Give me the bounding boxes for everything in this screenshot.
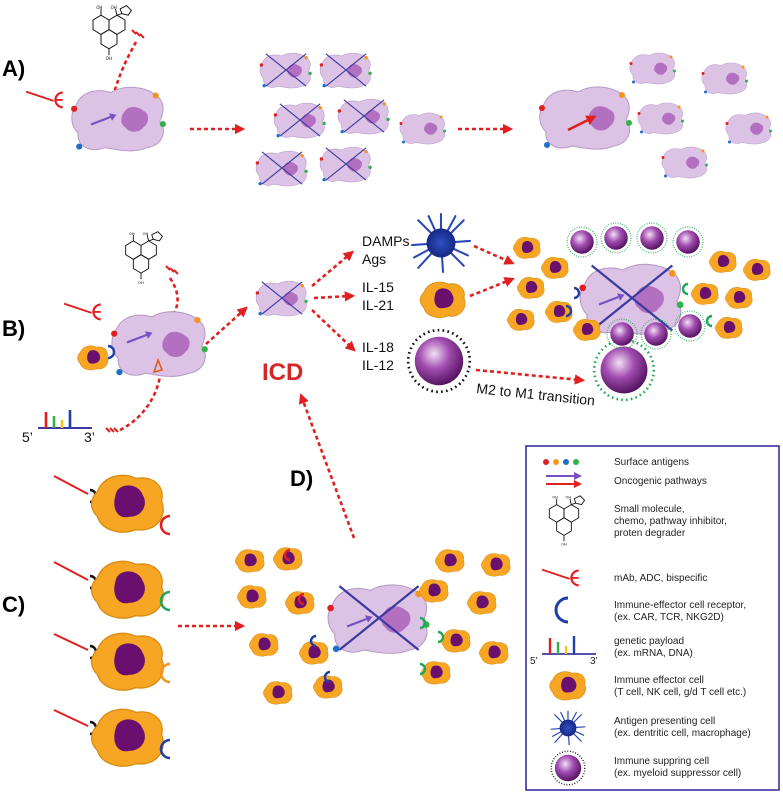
panel-a-label: A): [2, 56, 25, 81]
legend-5prime: 5’: [530, 656, 538, 667]
legend-item-8a: Antigen presenting cell: [614, 716, 715, 727]
m1-cell: [592, 338, 656, 402]
il12-label: IL-12: [362, 357, 394, 373]
panel-b-genetic-payload: 5’ 3’: [22, 375, 162, 445]
panel-a-dead-cells: [255, 52, 447, 187]
il15-label: IL-15: [362, 279, 394, 295]
legend-item-5a: Immune-effector cell receptor,: [614, 600, 746, 611]
arrow-to-damps: [311, 250, 354, 287]
m2m1-label: M2 to M1 transition: [476, 380, 596, 408]
receptor-icon: [554, 596, 569, 624]
suppressor-cell: [406, 328, 472, 394]
icd-label: ICD: [262, 359, 303, 386]
panel-d-label: D): [290, 466, 313, 491]
panel-a-resistant-tumor: [538, 52, 773, 179]
panel-b-dead-tumor: [255, 280, 309, 317]
arrow-to-il18: [311, 309, 356, 352]
apc-arrow: [473, 244, 515, 265]
panel-b-immune-attack: [507, 222, 771, 350]
panel-a-tumor: [26, 86, 167, 152]
legend-item-1: Surface antigens: [614, 457, 689, 468]
panel-c-effector-cells: [53, 474, 171, 767]
legend-item-7b: (T cell, NK cell, g/d T cell etc.): [614, 687, 746, 698]
surface-antigens-icon: [543, 459, 549, 465]
effector-arrow: [469, 277, 515, 298]
legend-item-9a: Immune suppring cell: [614, 756, 709, 767]
legend-item-7a: Immune effector cell: [614, 675, 704, 686]
panel-b-label: B): [2, 316, 25, 341]
effector-cell-icon: [549, 671, 587, 701]
panel-c-label: C): [2, 592, 25, 617]
panel-d-arrow: [298, 393, 356, 539]
il18-label: IL-18: [362, 339, 394, 355]
effector-cell-b: [419, 281, 466, 319]
legend-item-2: Oncogenic pathways: [614, 476, 707, 487]
legend-3prime: 3’: [590, 656, 598, 667]
legend-item-5b: (ex. CAR, TCR, NKG2D): [614, 612, 724, 623]
panel-b-tumor: [64, 302, 209, 377]
legend: Surface antigens Oncogenic pathways Smal…: [525, 445, 780, 791]
apc-cell: [411, 213, 471, 273]
il21-label: IL-21: [362, 297, 394, 313]
legend-item-3b: chemo, pathway inhibitor,: [614, 516, 727, 527]
arrow-to-il15: [313, 291, 356, 302]
legend-item-3c: proten degrader: [614, 528, 686, 539]
panel-b-arrow-1: [205, 306, 248, 345]
legend-item-8b: (ex. dentritic cell, macrophage): [614, 728, 751, 739]
payload-5prime: 5’: [22, 429, 33, 445]
legend-item-6a: genetic payload: [614, 636, 684, 647]
legend-item-6b: (ex. mRNA, DNA): [614, 648, 693, 659]
damps-label: DAMPs: [362, 233, 409, 249]
panel-c-immune-attack: [235, 547, 511, 705]
legend-item-9b: (ex. myeloid suppressor cell): [614, 768, 741, 779]
ags-label: Ags: [362, 251, 386, 267]
oncogenic-pathways-icon: [546, 472, 582, 488]
genetic-payload-icon: [542, 636, 596, 655]
legend-item-4: mAb, ADC, bispecific: [614, 573, 707, 584]
m2m1-arrow: [475, 368, 586, 385]
legend-item-3a: Small molecule,: [614, 504, 685, 515]
payload-3prime: 3’: [84, 429, 95, 445]
